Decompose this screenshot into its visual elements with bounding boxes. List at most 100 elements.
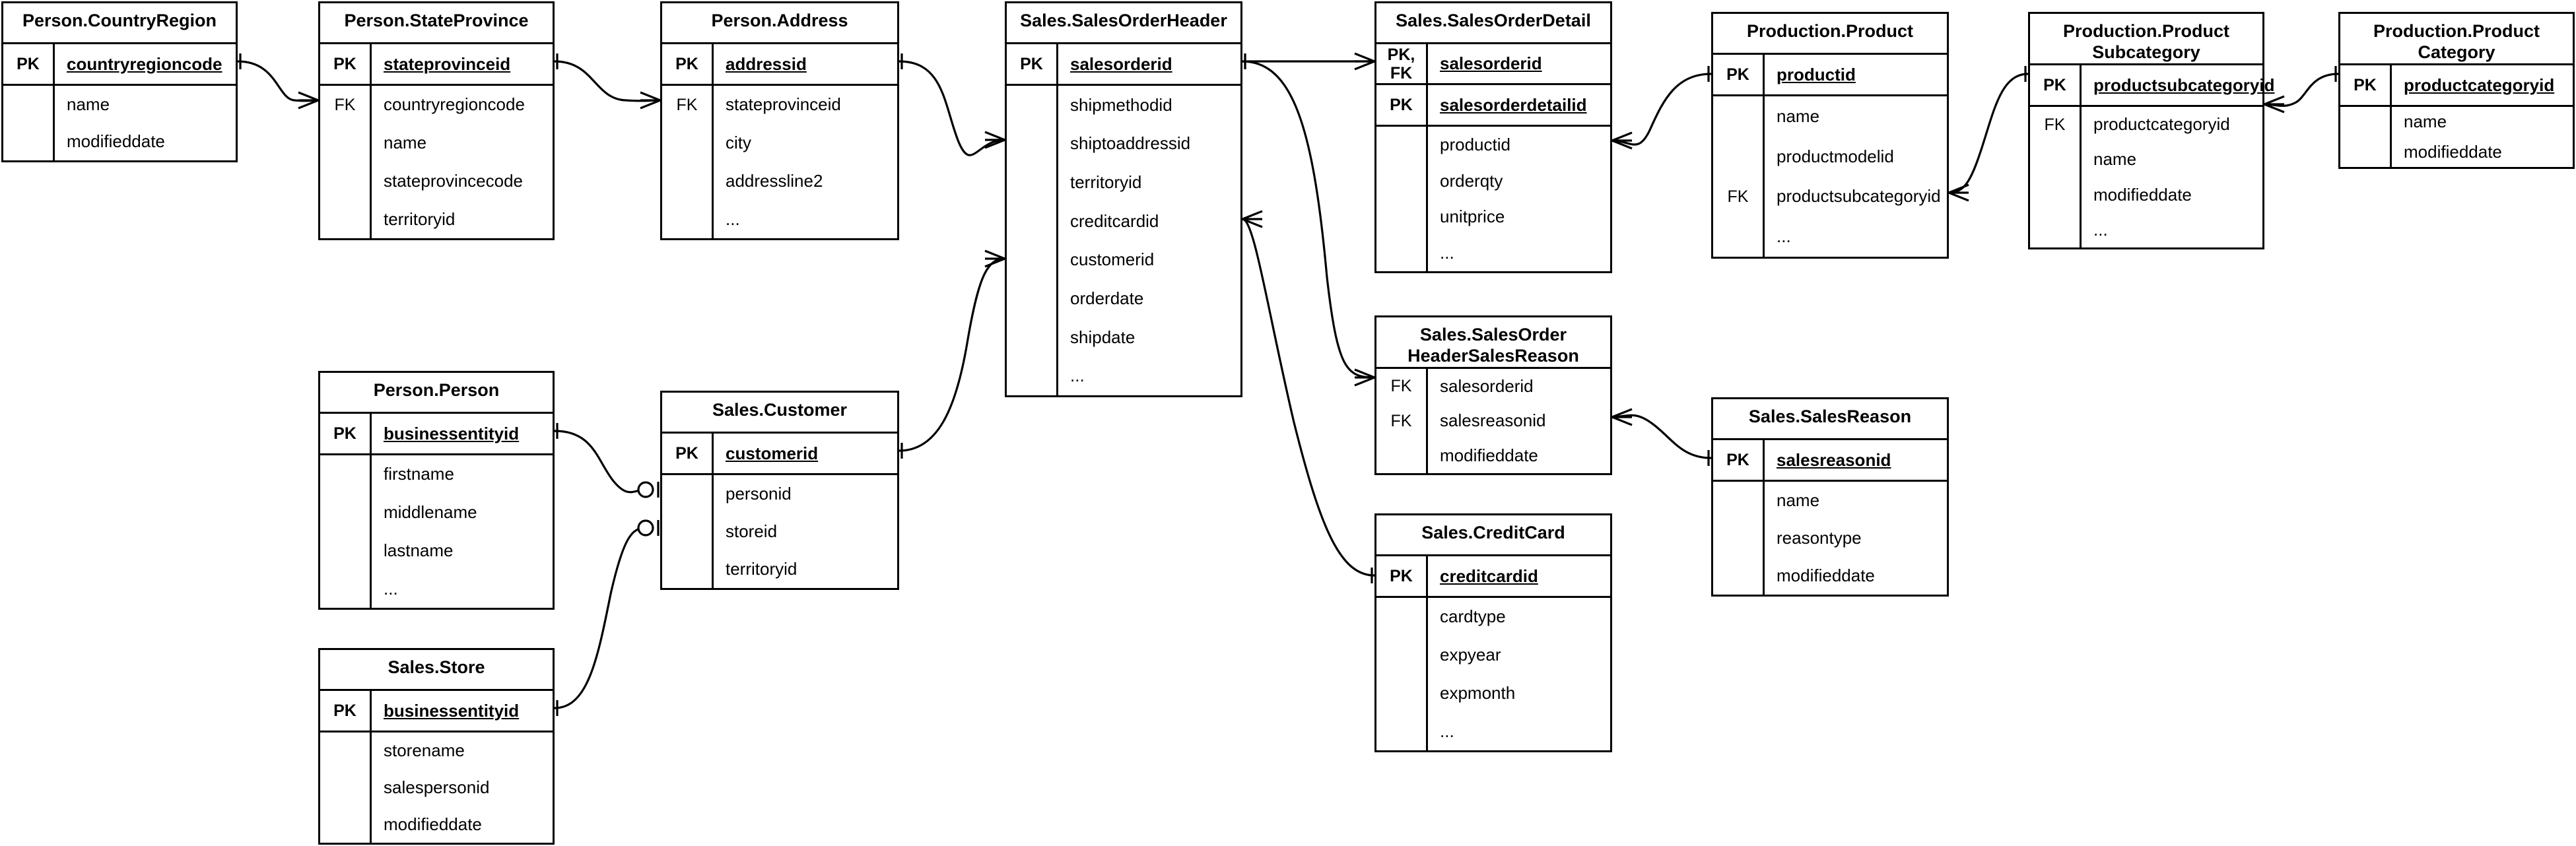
attribute-row[interactable]: orderdate [1007, 279, 1240, 318]
attribute-row[interactable]: stateprovincecode [320, 162, 553, 201]
attribute-marker [1007, 163, 1058, 202]
attribute-row[interactable]: customerid [1007, 240, 1240, 280]
attribute-row[interactable]: middlename [320, 493, 553, 532]
attribute-row[interactable]: modifieddate [1376, 438, 1610, 473]
attribute-row[interactable]: productid [1376, 127, 1610, 163]
attribute-marker [1376, 635, 1428, 674]
attribute-name: addressline2 [726, 170, 823, 191]
edge-creditcard-salesorderheader [1242, 210, 1375, 583]
attribute-name: unitprice [1440, 207, 1505, 227]
attribute-row[interactable]: shipdate [1007, 317, 1240, 357]
attribute-row[interactable]: territoryid [320, 200, 553, 238]
attribute-row[interactable]: name [2030, 142, 2262, 178]
attribute-marker [1376, 674, 1428, 713]
entity-title: Sales.SalesOrderDetail [1376, 3, 1610, 44]
attribute-row[interactable]: ... [2030, 212, 2262, 247]
attribute-row[interactable]: reasontype [1713, 519, 1947, 557]
attribute-row[interactable]: productmodelid [1713, 136, 1947, 177]
attribute-row[interactable]: modifieddate [1713, 557, 1947, 595]
attribute-row[interactable]: name [2340, 107, 2573, 137]
attribute-row[interactable]: cardtype [1376, 598, 1610, 636]
attribute-row[interactable]: storeid [662, 513, 897, 550]
edge-store-customer [554, 519, 660, 716]
attribute-marker [320, 569, 372, 608]
attribute-row[interactable]: name [1713, 96, 1947, 137]
attribute-marker [320, 123, 372, 162]
attribute-name: territoryid [384, 209, 456, 229]
attribute-marker [320, 806, 372, 843]
attribute-row[interactable]: name [1713, 482, 1947, 519]
attribute-row[interactable]: expyear [1376, 635, 1610, 674]
attribute-row[interactable]: territoryid [1007, 163, 1240, 202]
attribute-marker [3, 123, 55, 160]
attribute-row[interactable]: ... [1007, 356, 1240, 395]
attribute-row[interactable]: modifieddate [320, 806, 553, 843]
attribute-row[interactable]: city [662, 123, 897, 162]
attribute-row[interactable]: ... [320, 569, 553, 608]
attribute-name: name [1777, 490, 1820, 510]
attribute-row[interactable]: firstname [320, 455, 553, 494]
attribute-name: firstname [384, 464, 454, 484]
attribute-row[interactable]: lastname [320, 531, 553, 570]
attribute-row[interactable]: modifieddate [2340, 137, 2573, 167]
entity-title: Sales.SalesOrder HeaderSalesReason [1376, 317, 1610, 369]
attribute-row[interactable]: modifieddate [2030, 177, 2262, 212]
attribute-row[interactable]: territoryid [662, 550, 897, 588]
attribute-row[interactable]: creditcardid [1007, 201, 1240, 241]
attribute-row[interactable]: personid [662, 475, 897, 513]
attribute-row[interactable]: ... [1376, 712, 1610, 750]
attribute-row[interactable]: shiptoaddressid [1007, 124, 1240, 164]
attribute-row[interactable]: modifieddate [3, 123, 236, 160]
attribute-row[interactable]: name [320, 123, 553, 162]
attribute-row[interactable]: orderqty [1376, 162, 1610, 199]
attribute-row[interactable]: expmonth [1376, 674, 1610, 713]
attribute-row[interactable]: unitprice [1376, 199, 1610, 236]
attribute-row[interactable]: name [3, 86, 236, 123]
attribute-row[interactable]: addressline2 [662, 162, 897, 201]
attribute-row[interactable]: ... [1376, 235, 1610, 271]
attribute-row[interactable]: ... [1713, 216, 1947, 257]
attribute-row[interactable]: shipmethodid [1007, 86, 1240, 125]
attribute-row[interactable]: salespersonid [320, 769, 553, 806]
attribute-row[interactable]: storename [320, 732, 553, 769]
attribute-row[interactable]: ... [662, 200, 897, 238]
